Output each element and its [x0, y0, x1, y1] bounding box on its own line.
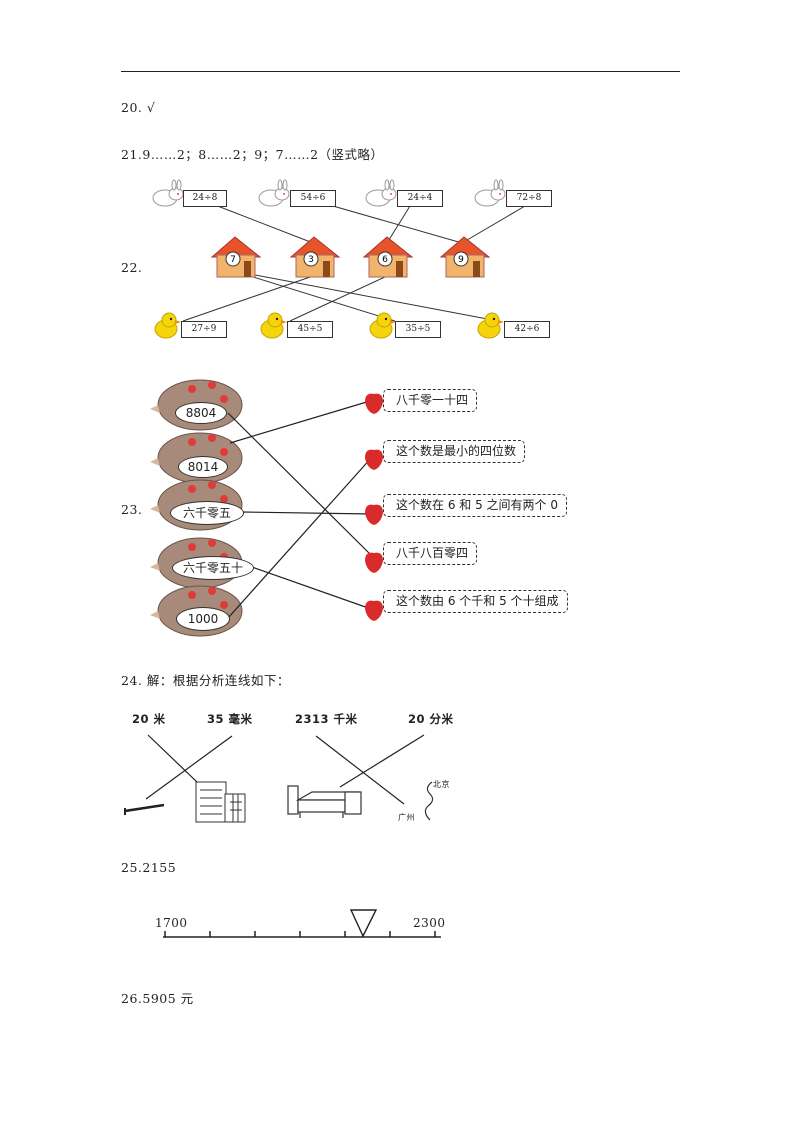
q23-number: 23. [121, 502, 143, 517]
q25-number: 25. [121, 860, 143, 875]
building-icon [195, 781, 246, 823]
strawberry-icon [365, 600, 383, 621]
map-label-beijing: 北京 [433, 780, 450, 789]
strawberry-icon [365, 552, 383, 573]
description-box: 这个数由 6 个千和 5 个十组成 [383, 590, 568, 613]
bottom-division-card: 27÷9 [181, 321, 227, 338]
top-division-card: 54÷6 [290, 190, 336, 207]
q25-answer: 2155 [142, 860, 177, 875]
q22-connect-lines [182, 204, 526, 322]
strawberry-icon [365, 393, 383, 414]
q20-number: 20. [121, 100, 143, 115]
q23-connect-lines [227, 400, 377, 619]
q21-answer: 9……2；8……2；9；7……2（竖式略） [142, 147, 384, 162]
unit-label: 20 分米 [408, 712, 454, 726]
q24-intro: 解：根据分析连线如下： [146, 673, 290, 688]
q24-line: 24. 解：根据分析连线如下： [121, 670, 290, 689]
map-route-icon [424, 781, 434, 821]
q21-number: 21. [121, 147, 143, 162]
marker-triangle-icon [349, 909, 378, 938]
house-number-circle [225, 251, 241, 267]
hedgehog-number-label: 六千零五十 [172, 556, 254, 580]
description-box: 八千零一十四 [383, 389, 478, 412]
bottom-division-card: 35÷5 [395, 321, 441, 338]
q26-answer: 5905 元 [142, 991, 194, 1006]
description-box: 这个数是最小的四位数 [383, 440, 526, 463]
top-division-card: 24÷4 [397, 190, 443, 207]
house-number: 3 [308, 255, 314, 265]
q26-number: 26. [121, 991, 143, 1006]
q20-line: 20. √ [121, 100, 155, 115]
strawberry-icon [365, 449, 383, 470]
chick-icon [369, 312, 396, 339]
bottom-division-card: 42÷6 [504, 321, 550, 338]
rabbit-icon [152, 179, 184, 207]
q21-line: 21.9……2；8……2；9；7……2（竖式略） [121, 144, 384, 163]
nail-icon [124, 803, 165, 815]
house-number-circle [453, 251, 469, 267]
house-number: 6 [382, 255, 388, 265]
unit-label: 35 毫米 [207, 712, 253, 726]
q22-figure: 7 3 6 9 [152, 179, 526, 339]
hedgehog-number-label: 8014 [178, 456, 228, 478]
q20-answer: √ [146, 100, 156, 115]
chick-icon [477, 312, 504, 339]
chick-icon [260, 312, 287, 339]
bed-icon [287, 785, 362, 818]
axis-start-label: 1700 [155, 916, 188, 930]
hedgehog-number-label: 1000 [176, 607, 230, 631]
description-box: 这个数在 6 和 5 之间有两个 0 [383, 494, 567, 517]
q24-number: 24. [121, 673, 143, 688]
q22-number: 22. [121, 260, 143, 275]
house-number: 9 [458, 255, 464, 265]
q24-connect-lines [145, 734, 425, 807]
rabbit-icon [258, 179, 290, 207]
hedgehog-number-label: 六千零五 [170, 501, 244, 525]
house-number-circle [377, 251, 393, 267]
rabbit-icon [474, 179, 506, 207]
chick-icon [154, 312, 181, 339]
q24-figure [124, 734, 434, 823]
top-division-card: 24÷8 [183, 190, 227, 207]
house-number-circle [303, 251, 319, 267]
rabbit-icon [365, 179, 397, 207]
q26-line: 26.5905 元 [121, 988, 194, 1007]
header-rule [121, 71, 680, 72]
hedgehog-number-label: 8804 [175, 402, 227, 424]
unit-label: 2313 千米 [295, 712, 358, 726]
q25-line: 25.2155 [121, 860, 176, 875]
description-box: 八千八百零四 [383, 542, 478, 565]
map-label-guangzhou: 广州 [398, 813, 415, 822]
bottom-division-card: 45÷5 [287, 321, 333, 338]
top-division-card: 72÷8 [506, 190, 552, 207]
unit-label: 20 米 [132, 712, 166, 726]
house-number: 7 [230, 255, 236, 265]
axis-end-label: 2300 [413, 916, 446, 930]
number-line-ticks [164, 931, 436, 937]
number-line [163, 909, 441, 938]
strawberry-icon [365, 504, 383, 525]
